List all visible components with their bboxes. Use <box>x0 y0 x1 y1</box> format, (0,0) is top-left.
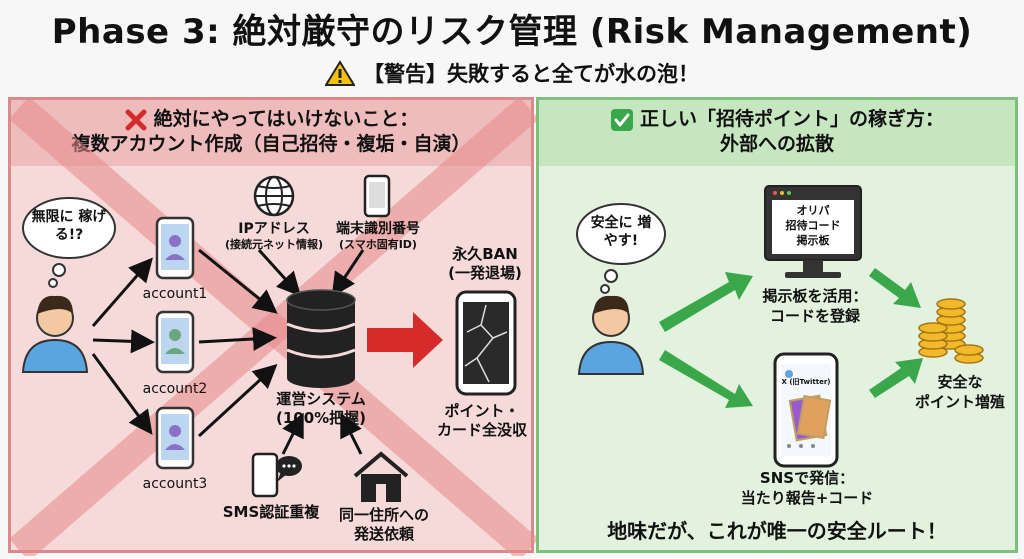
ip-label-sub: (接続元ネット情報) <box>224 238 324 251</box>
account-label-1: account1 <box>142 286 208 302</box>
board-screen-line2: 招待コード <box>785 219 841 232</box>
monitor-icon <box>764 185 862 278</box>
ban-label-line1: 永久BAN <box>452 245 518 263</box>
result-label-line2: ポイント増殖 <box>914 393 1005 411</box>
sns-phone-icon <box>773 352 839 468</box>
sms-label: SMS認証重複 <box>222 503 320 521</box>
cross-icon <box>125 109 147 130</box>
database-icon <box>286 289 356 388</box>
ip-label: IPアドレス (接続元ネット情報) <box>219 220 329 252</box>
confiscate-label: ポイント・ カード全没収 <box>429 402 535 440</box>
page-title: Phase 3: 絶対厳守のリスク管理 (Risk Management) <box>51 12 973 52</box>
check-icon <box>610 108 633 131</box>
confiscate-label-line2: カード全没収 <box>436 421 527 439</box>
correct-illustration <box>576 185 984 468</box>
board-screen-text: オリパ 招待コード 掲示板 <box>772 203 854 248</box>
person-icon-left <box>21 295 89 373</box>
forbidden-illustration <box>11 100 537 556</box>
board-label: 掲示板を活用： コードを登録 <box>745 286 885 326</box>
arrow-to-sns <box>659 350 753 408</box>
system-label-line1: 運営システム <box>276 390 366 408</box>
thought-text-left: 無限に 稼げる!? <box>31 209 107 243</box>
globe-icon <box>253 175 295 217</box>
broken-phone-icon <box>455 290 517 396</box>
board-label-line1: 掲示板を活用： <box>762 287 868 305</box>
thought-bubble-left <box>22 197 116 288</box>
ip-label-main: IPアドレス <box>238 221 310 237</box>
bottom-note: 地味だが、これが唯一の安全ルート！ <box>607 519 947 543</box>
result-label-line1: 安全な <box>937 373 983 391</box>
board-screen-line3: 掲示板 <box>796 234 830 247</box>
sns-label-line2: 当たり報告+コード <box>740 489 874 507</box>
address-label-line2: 発送依頼 <box>353 525 414 543</box>
ban-arrow <box>367 312 443 368</box>
system-label: 運営システム (100%把握) <box>261 390 381 428</box>
board-screen-line1: オリパ <box>796 204 830 217</box>
result-label: 安全な ポイント増殖 <box>905 372 1015 412</box>
phone-icon-2 <box>155 310 195 374</box>
correct-heading-line2: 外部への拡散 <box>719 133 834 155</box>
forbidden-heading-line1: 絶対にやってはいけないこと： <box>153 108 419 130</box>
thought-bubble-right <box>576 203 666 294</box>
device-label-main: 端末識別番号 <box>336 221 420 237</box>
house-icon <box>353 451 409 502</box>
account-label-3: account3 <box>142 476 208 492</box>
arrow-board-to-coins <box>869 268 921 308</box>
person-icon-right <box>577 295 645 375</box>
device-label: 端末識別番号 (スマホ固有ID) <box>323 220 433 252</box>
arrow-to-board <box>659 272 753 332</box>
address-label-line1: 同一住所への <box>338 506 429 524</box>
warning-banner: 【警告】失敗すると全てが水の泡！ <box>0 58 1024 88</box>
ban-label-line2: (一発退場) <box>448 264 522 282</box>
forbidden-heading-line2: 複数アカウント作成（自己招待・複垢・自演） <box>71 133 471 155</box>
phone-icon-1 <box>155 216 195 280</box>
forbidden-panel: 絶対にやってはいけないこと： 複数アカウント作成（自己招待・複垢・自演） <box>8 97 537 556</box>
thought-text-right: 安全に 増やす! <box>590 215 652 249</box>
sns-label-line1: SNSで発信： <box>759 469 855 487</box>
correct-panel: 正しい「招待ポイント」の稼ぎ方： 外部への拡散 <box>536 97 1018 553</box>
ban-label: 永久BAN (一発退場) <box>435 245 535 283</box>
coins-icon <box>918 298 984 364</box>
correct-heading: 正しい「招待ポイント」の稼ぎ方： 外部への拡散 <box>539 100 1015 166</box>
phone-icon-3 <box>155 406 195 470</box>
account-label-2: account2 <box>142 381 208 397</box>
forbidden-heading: 絶対にやってはいけないこと： 複数アカウント作成（自己招待・複垢・自演） <box>11 100 531 166</box>
warning-icon <box>325 59 355 86</box>
arrow-sns-to-coins <box>869 358 923 398</box>
address-label: 同一住所への 発送依頼 <box>329 506 439 544</box>
correct-heading-line1: 正しい「招待ポイント」の稼ぎ方： <box>639 108 944 130</box>
confiscate-label-line1: ポイント・ <box>444 402 520 420</box>
smartphone-icon <box>363 174 391 218</box>
sms-icon <box>251 452 302 498</box>
warning-text: 【警告】失敗すると全てが水の泡！ <box>363 62 699 86</box>
system-label-line2: (100%把握) <box>275 409 367 427</box>
device-label-sub: (スマホ固有ID) <box>339 238 417 251</box>
board-label-line2: コードを登録 <box>769 307 860 325</box>
sns-label: SNSで発信： 当たり報告+コード <box>729 468 885 508</box>
phone-screen-text: X (旧Twitter) <box>781 378 831 386</box>
